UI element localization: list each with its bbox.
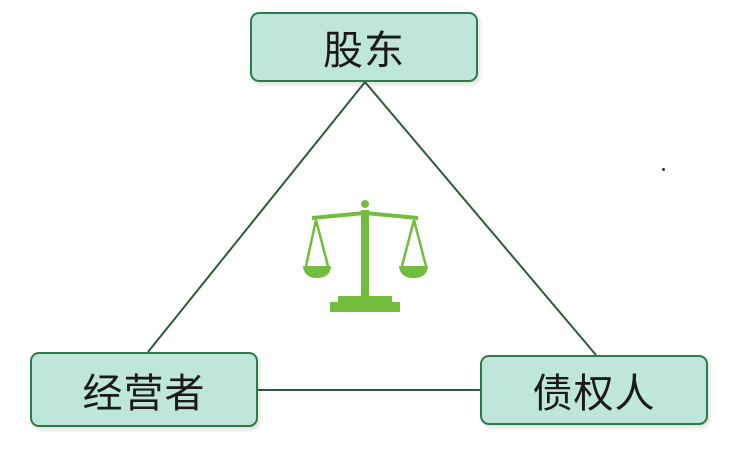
node-creditors: 债权人 — [480, 355, 708, 425]
node-managers: 经营者 — [30, 352, 258, 427]
edge-top-left — [147, 81, 366, 353]
node-creditors-label: 债权人 — [532, 371, 656, 417]
node-shareholders-label: 股东 — [323, 28, 405, 74]
node-managers-label: 经营者 — [82, 370, 206, 417]
edge-top-right — [364, 81, 597, 356]
stray-dot — [662, 168, 665, 171]
balance-scale-icon — [303, 200, 428, 312]
node-shareholders: 股东 — [250, 12, 478, 82]
